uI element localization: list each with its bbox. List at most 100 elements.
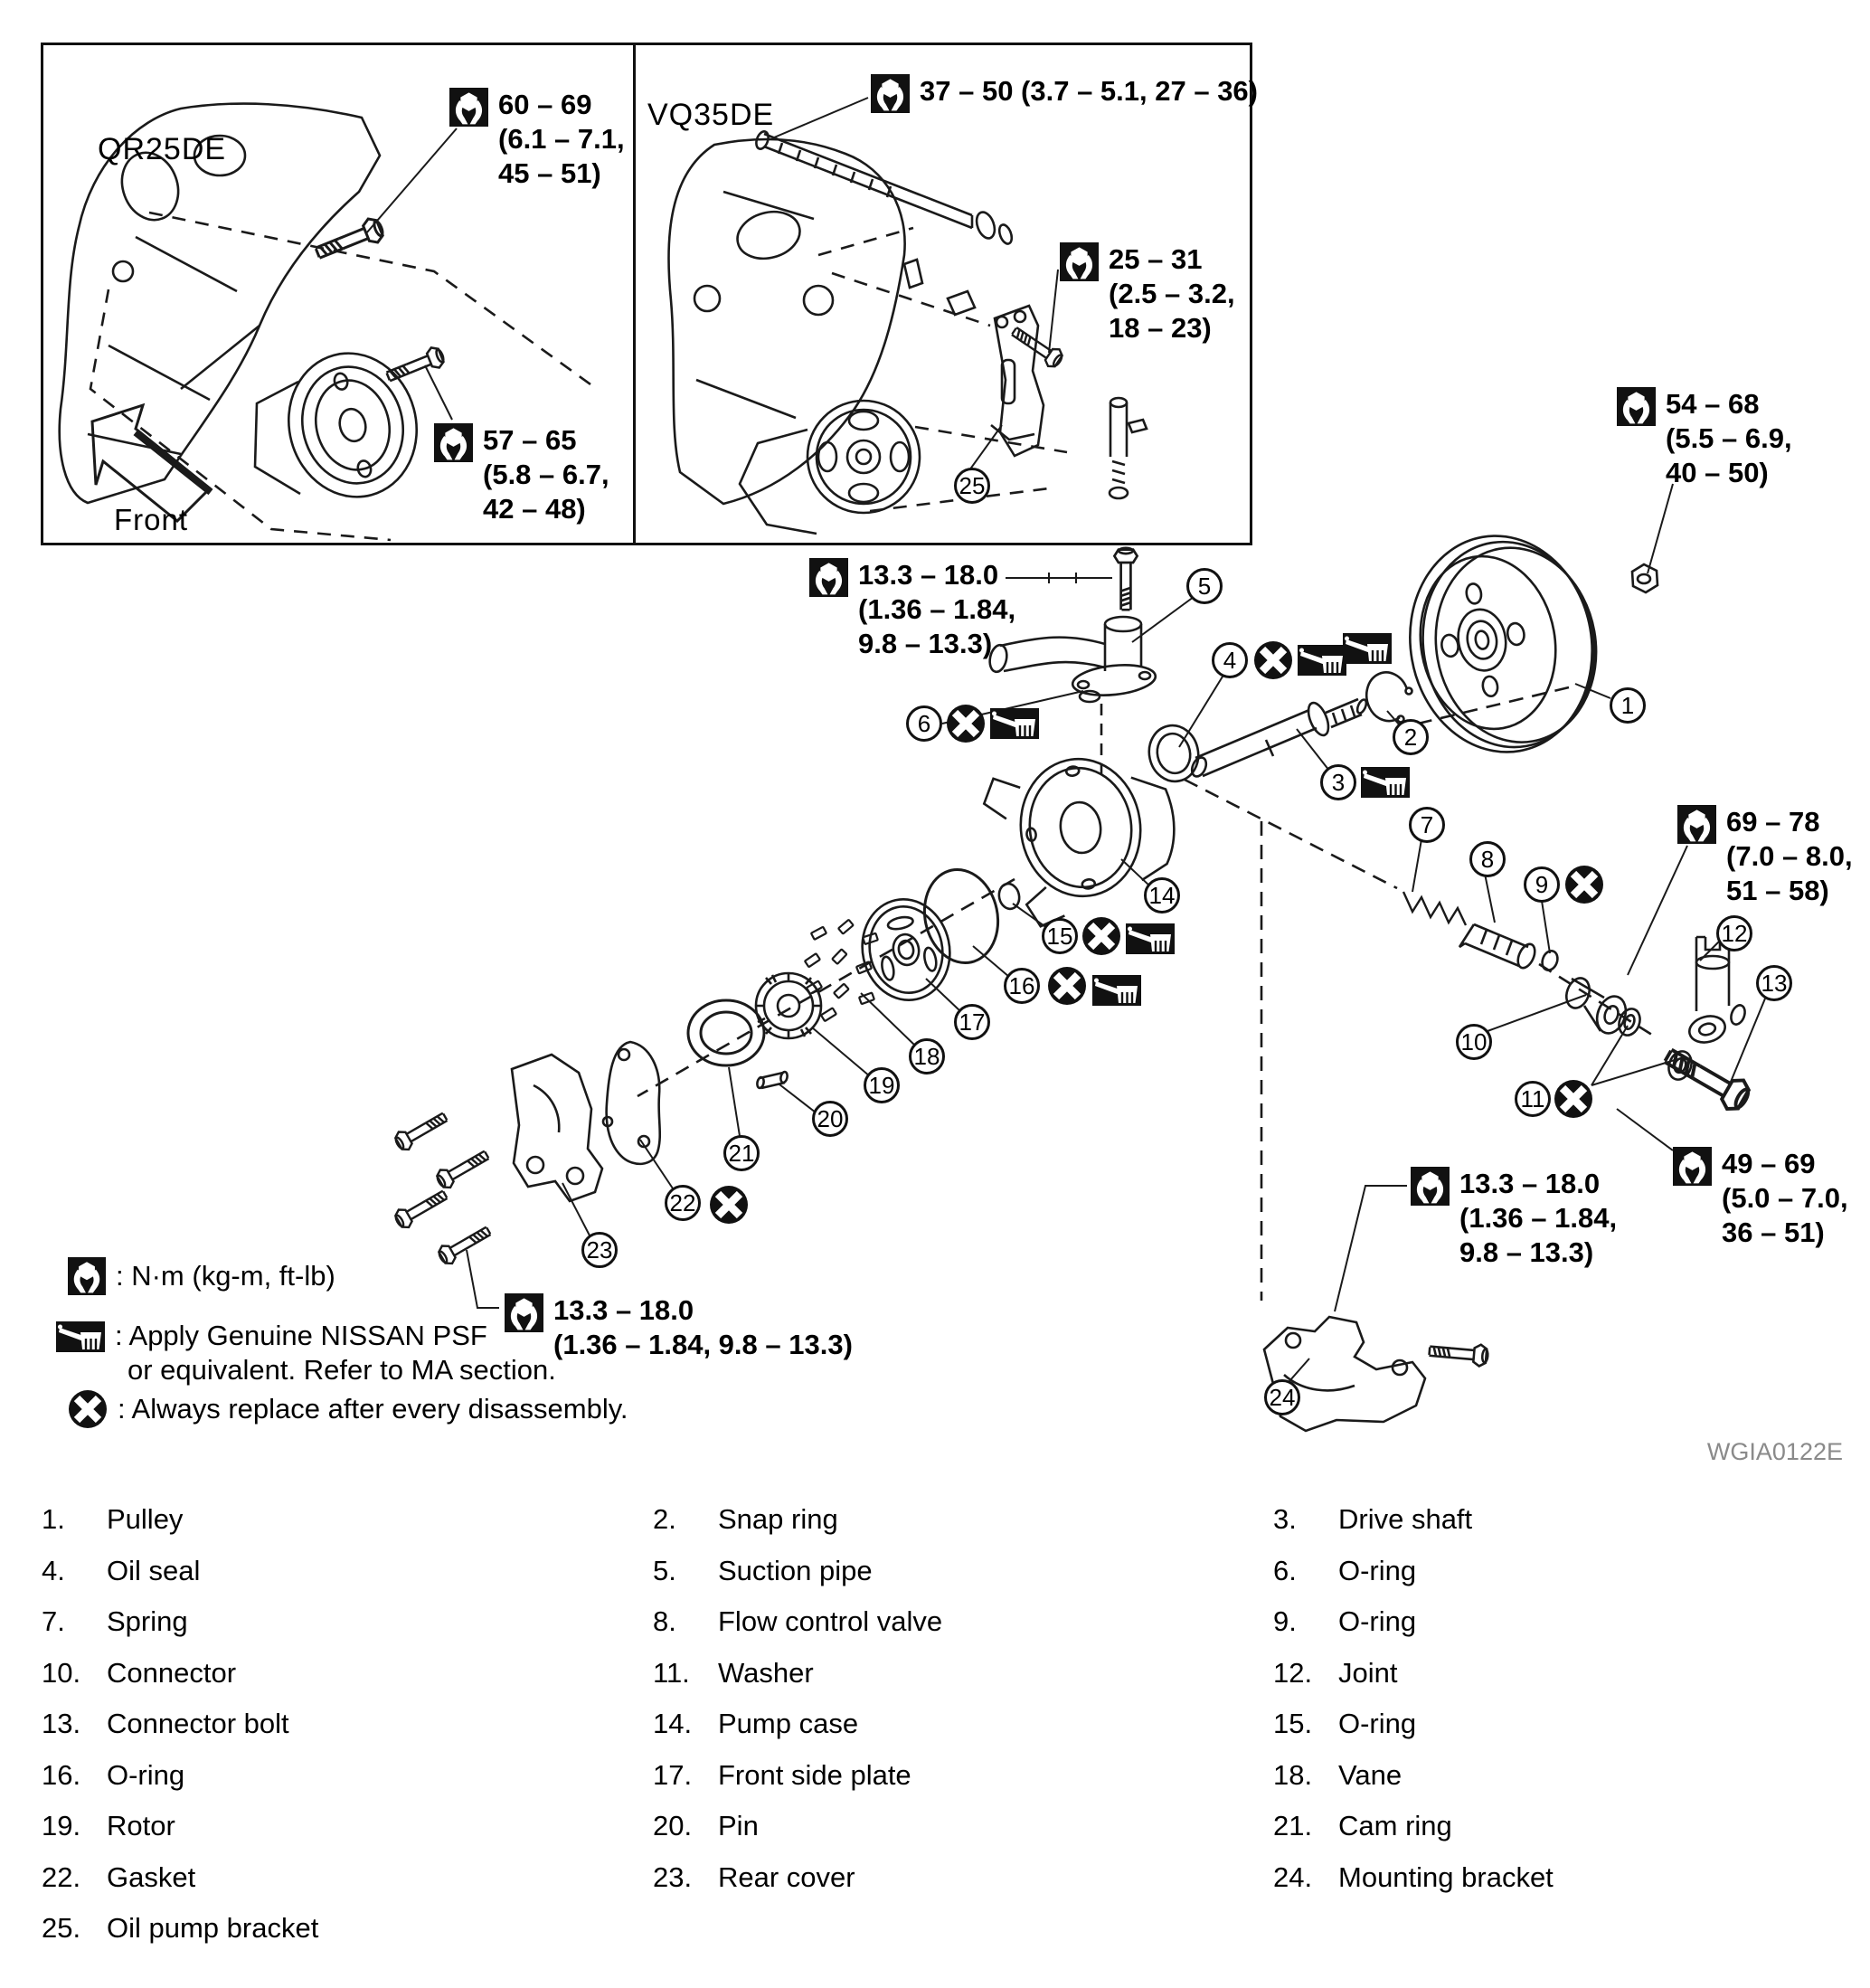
torque-wrench-icon bbox=[1673, 1147, 1712, 1186]
engine-label-vq35de: VQ35DE bbox=[647, 98, 775, 132]
callout-22: 22 bbox=[665, 1185, 701, 1221]
part-item-21: 21.Cam ring bbox=[1273, 1810, 1452, 1842]
part-item-16: 16.O-ring bbox=[42, 1758, 185, 1791]
callout-4: 4 bbox=[1212, 642, 1248, 678]
part-item-19: 19.Rotor bbox=[42, 1810, 175, 1842]
part-item-1: 1.Pulley bbox=[42, 1503, 184, 1536]
psf-icon bbox=[1126, 923, 1175, 954]
vq35de-inset-box bbox=[633, 43, 1252, 545]
leader-lines bbox=[466, 483, 1766, 1382]
psf-icon bbox=[990, 708, 1039, 739]
replace-icon bbox=[1554, 1079, 1593, 1119]
part-item-18: 18.Vane bbox=[1273, 1758, 1402, 1791]
legend-psf: : Apply Genuine NISSAN PSF or equivalent… bbox=[56, 1319, 556, 1387]
replace-icon bbox=[946, 704, 986, 743]
callout-24: 24 bbox=[1264, 1379, 1300, 1415]
torque-spec-pulley-nut: 54 – 68(5.5 – 6.9,40 – 50) bbox=[1617, 387, 1792, 490]
part-item-8: 8.Flow control valve bbox=[653, 1605, 943, 1638]
callout-2: 2 bbox=[1393, 719, 1429, 755]
vq35de-engine-drawing bbox=[667, 97, 1148, 535]
part-item-6: 6.O-ring bbox=[1273, 1554, 1417, 1586]
replace-icon bbox=[709, 1185, 749, 1225]
psf-icon bbox=[1298, 645, 1346, 676]
callout-3: 3 bbox=[1320, 764, 1356, 800]
replace-icon bbox=[1047, 966, 1087, 1006]
callout-10: 10 bbox=[1456, 1024, 1492, 1060]
part-item-22: 22.Gasket bbox=[42, 1860, 196, 1893]
part-item-13: 13.Connector bolt bbox=[42, 1708, 289, 1740]
torque-wrench-icon bbox=[1617, 387, 1656, 426]
part-item-11: 11.Washer bbox=[653, 1656, 814, 1689]
callout-11: 11 bbox=[1515, 1081, 1551, 1117]
part-item-5: 5.Suction pipe bbox=[653, 1554, 873, 1586]
torque-wrench-icon bbox=[1060, 242, 1099, 281]
torque-spec-vq35de-bracket: 25 – 31(2.5 – 3.2,18 – 23) bbox=[1060, 242, 1235, 346]
figure-code: WGIA0122E bbox=[1706, 1438, 1843, 1465]
torque-wrench-icon bbox=[1411, 1167, 1450, 1206]
front-label: Front bbox=[114, 503, 189, 536]
torque-wrench-icon bbox=[68, 1257, 106, 1295]
callout-17: 17 bbox=[954, 1004, 990, 1040]
part-item-25: 25.Oil pump bracket bbox=[42, 1912, 319, 1945]
callout-25: 25 bbox=[954, 468, 990, 504]
torque-spec-qr25de-upper: 60 – 69(6.1 – 7.1,45 – 51) bbox=[449, 88, 625, 191]
replace-icon bbox=[1081, 916, 1121, 956]
torque-spec-mounting-bracket-bolt: 13.3 – 18.0(1.36 – 1.84,9.8 – 13.3) bbox=[1411, 1167, 1617, 1270]
torque-spec-connector: 69 – 78(7.0 – 8.0,51 – 58) bbox=[1677, 805, 1853, 908]
callout-18: 18 bbox=[909, 1038, 945, 1074]
qr25de-inset-box bbox=[41, 43, 636, 545]
psf-icon bbox=[1343, 633, 1392, 664]
qr25de-engine-drawing bbox=[58, 102, 598, 542]
part-item-12: 12.Joint bbox=[1273, 1656, 1398, 1689]
psf-icon bbox=[1361, 767, 1410, 798]
part-item-15: 15.O-ring bbox=[1273, 1708, 1417, 1740]
torque-wrench-icon bbox=[1677, 805, 1716, 844]
callout-7: 7 bbox=[1409, 807, 1445, 843]
torque-wrench-icon bbox=[871, 74, 910, 113]
torque-spec-qr25de-lower: 57 – 65(5.8 – 6.7,42 – 48) bbox=[434, 423, 609, 526]
part-item-23: 23.Rear cover bbox=[653, 1860, 855, 1893]
callout-21: 21 bbox=[723, 1135, 760, 1171]
callout-12: 12 bbox=[1716, 915, 1752, 951]
psf-icon bbox=[56, 1321, 105, 1352]
part-item-17: 17.Front side plate bbox=[653, 1758, 911, 1791]
callout-16: 16 bbox=[1004, 968, 1040, 1004]
legend-torque: : N·m (kg-m, ft-lb) bbox=[68, 1257, 335, 1295]
torque-wrench-icon bbox=[809, 558, 848, 597]
callout-23: 23 bbox=[581, 1232, 618, 1268]
replace-icon bbox=[68, 1389, 108, 1429]
part-item-9: 9.O-ring bbox=[1273, 1605, 1417, 1638]
callout-13: 13 bbox=[1756, 965, 1792, 1001]
callout-19: 19 bbox=[864, 1067, 900, 1103]
callout-9: 9 bbox=[1524, 866, 1560, 903]
part-item-3: 3.Drive shaft bbox=[1273, 1503, 1473, 1536]
parts-list: 1.Pulley 2.Snap ring 3.Drive shaft 4.Oil… bbox=[42, 1494, 1841, 1955]
torque-spec-suction-pipe: 13.3 – 18.0(1.36 – 1.84,9.8 – 13.3) bbox=[809, 558, 1015, 661]
callout-14: 14 bbox=[1144, 877, 1180, 914]
torque-wrench-icon bbox=[449, 88, 488, 127]
callout-20: 20 bbox=[812, 1101, 848, 1137]
torque-spec-connector-bolt: 49 – 69(5.0 – 7.0,36 – 51) bbox=[1673, 1147, 1848, 1250]
legend-replace: : Always replace after every disassembly… bbox=[68, 1389, 628, 1429]
callout-8: 8 bbox=[1469, 841, 1506, 877]
torque-spec-vq35de-stud: 37 – 50 (3.7 – 5.1, 27 – 36) bbox=[871, 74, 1258, 113]
part-item-20: 20.Pin bbox=[653, 1810, 759, 1842]
replace-icon bbox=[1564, 865, 1604, 904]
pump-exploded-drawing bbox=[391, 483, 1766, 1433]
part-item-14: 14.Pump case bbox=[653, 1708, 859, 1740]
callout-15: 15 bbox=[1042, 918, 1078, 954]
psf-icon bbox=[1092, 975, 1141, 1006]
part-item-24: 24.Mounting bracket bbox=[1273, 1860, 1554, 1893]
torque-spec-rear-cover-bolt: 13.3 – 18.0(1.36 – 1.84, 9.8 – 13.3) bbox=[505, 1293, 853, 1362]
part-item-2: 2.Snap ring bbox=[653, 1503, 838, 1536]
torque-wrench-icon bbox=[434, 423, 473, 462]
replace-icon bbox=[1253, 640, 1293, 680]
callout-5: 5 bbox=[1186, 568, 1223, 604]
part-item-10: 10.Connector bbox=[42, 1656, 237, 1689]
callout-1: 1 bbox=[1610, 687, 1646, 724]
callout-6: 6 bbox=[906, 705, 942, 742]
part-item-7: 7.Spring bbox=[42, 1605, 188, 1638]
engine-label-qr25de: QR25DE bbox=[98, 132, 227, 166]
